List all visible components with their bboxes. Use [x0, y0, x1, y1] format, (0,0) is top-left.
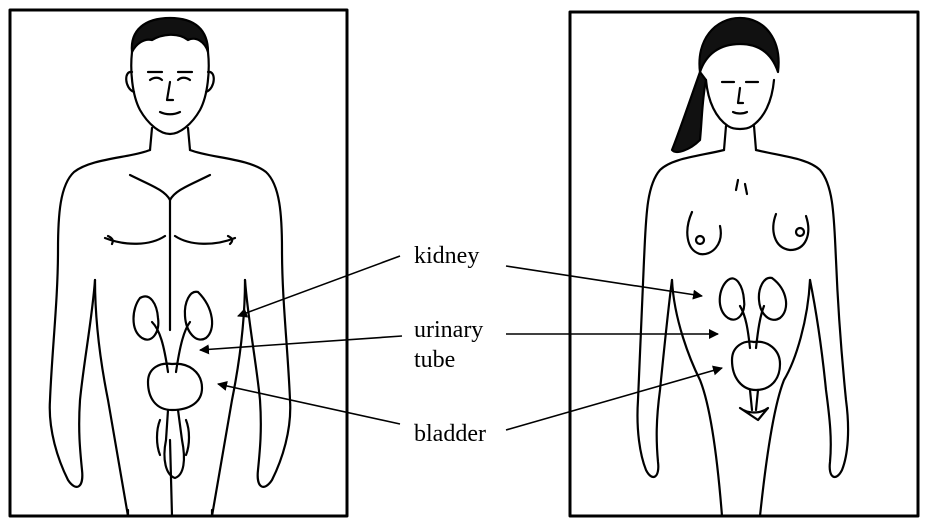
female-right-kidney	[759, 278, 786, 320]
female-panel-frame	[570, 12, 918, 516]
male-right-kidney	[185, 292, 212, 340]
urinary-tube-label-line1: urinary	[414, 316, 483, 345]
kidney-label: kidney	[414, 242, 479, 271]
urinary-tube-pointer-male	[200, 336, 402, 350]
bladder-label: bladder	[414, 420, 486, 449]
bladder-pointer-male	[218, 384, 400, 424]
male-hair	[132, 18, 208, 52]
female-figure-panel	[570, 12, 918, 516]
male-figure-panel	[10, 10, 347, 516]
female-hair	[699, 18, 778, 72]
bladder-pointer-female	[506, 368, 722, 430]
urinary-tube-label-line2: tube	[414, 346, 455, 375]
kidney-pointer-male	[238, 256, 400, 316]
male-left-kidney	[134, 296, 159, 339]
male-panel-frame	[10, 10, 347, 516]
male-head	[131, 52, 208, 134]
male-bladder	[148, 364, 202, 410]
female-left-kidney	[720, 278, 745, 319]
